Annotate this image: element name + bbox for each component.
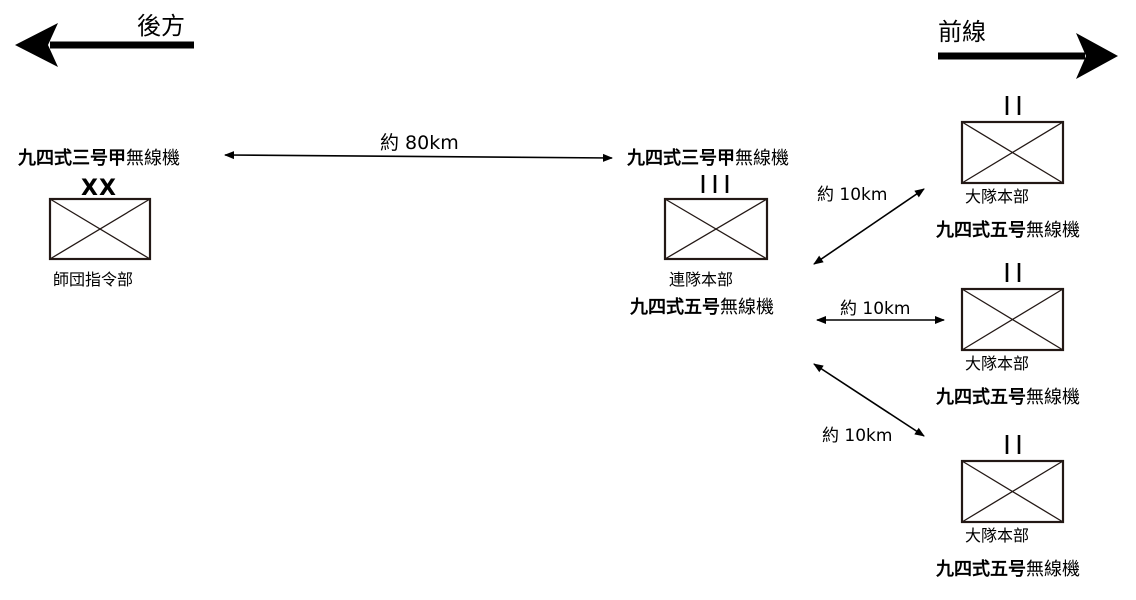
division-unit-label: 師団指令部 — [53, 270, 133, 289]
battalion-echelon-mark — [1005, 435, 1021, 454]
battalion-hq-3: 大隊本部 九四式五号無線機 — [935, 435, 1080, 580]
double-arrow-icon — [813, 188, 925, 265]
link-regiment-battalion-1: 約 10km — [813, 185, 925, 265]
battalion-unit-label: 大隊本部 — [965, 526, 1029, 545]
double-arrow-icon — [813, 363, 925, 437]
distance-label-80km: 約 80km — [380, 132, 459, 154]
front-label: 前線 — [938, 18, 986, 46]
front-direction: 前線 — [938, 18, 1118, 79]
unit-symbol-icon — [960, 120, 1065, 185]
division-radio-label: 九四式三号甲無線機 — [17, 147, 180, 169]
battalion-hq-2: 大隊本部 九四式五号無線機 — [935, 263, 1080, 408]
battalion-radio-label: 九四式五号無線機 — [935, 386, 1080, 408]
link-regiment-battalion-2: 約 10km — [816, 299, 945, 324]
rear-label: 後方 — [137, 12, 185, 40]
battalion-radio-label: 九四式五号無線機 — [935, 558, 1080, 580]
regiment-radio-top-label: 九四式三号甲無線機 — [626, 147, 789, 169]
regiment-echelon-mark — [701, 175, 729, 193]
right-arrow-head-icon — [1076, 33, 1118, 79]
double-arrow-icon — [224, 151, 613, 162]
unit-symbol-icon — [960, 287, 1065, 352]
battalion-echelon-mark — [1005, 96, 1021, 115]
left-arrow-head-icon — [15, 23, 58, 67]
unit-symbol-icon — [663, 197, 769, 261]
battalion-radio-label: 九四式五号無線機 — [935, 219, 1080, 241]
regiment-unit-label: 連隊本部 — [669, 270, 733, 289]
rear-direction: 後方 — [15, 12, 194, 67]
link-division-regiment: 約 80km — [224, 132, 613, 162]
distance-label-10km-1: 約 10km — [817, 185, 887, 205]
battalion-unit-label: 大隊本部 — [965, 354, 1029, 373]
link-regiment-battalion-3: 約 10km — [813, 363, 925, 446]
division-hq: 九四式三号甲無線機 XX 師団指令部 — [17, 147, 180, 289]
distance-label-10km-2: 約 10km — [840, 299, 910, 319]
unit-symbol-icon — [960, 459, 1065, 524]
battalion-hq-1: 大隊本部 九四式五号無線機 — [935, 96, 1080, 241]
battalion-unit-label: 大隊本部 — [965, 187, 1029, 206]
battalion-echelon-mark — [1005, 263, 1021, 282]
division-echelon-mark: XX — [81, 176, 117, 201]
distance-label-10km-3: 約 10km — [822, 426, 892, 446]
unit-symbol-icon — [48, 197, 152, 261]
regiment-radio-bottom-label: 九四式五号無線機 — [629, 296, 774, 318]
regiment-hq: 九四式三号甲無線機 連隊本部 九四式五号無線機 — [626, 147, 789, 318]
